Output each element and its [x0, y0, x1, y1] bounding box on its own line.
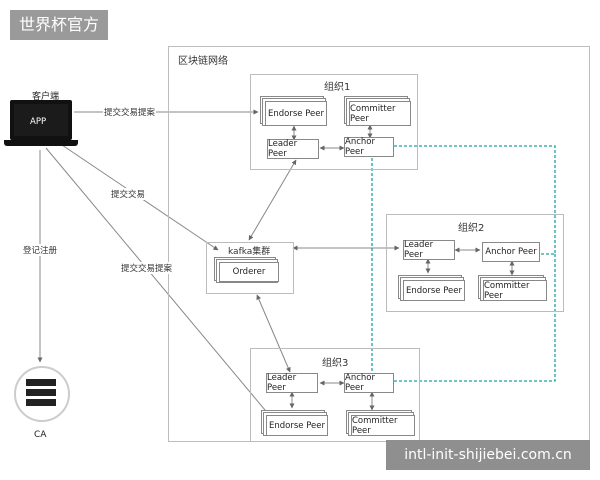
server-rack-2 [26, 389, 56, 396]
laptop-screen [14, 104, 68, 136]
client-label: 客户端 [32, 92, 60, 102]
org2-frame [386, 214, 564, 312]
org3-frame [250, 348, 420, 442]
edge-kafka-org3 [256, 294, 291, 373]
kafka-title: kafka集群 [228, 247, 271, 257]
laptop-base [4, 140, 78, 146]
org3-title: 组织3 [322, 358, 349, 369]
org2-anchor-peer: Anchor Peer [482, 242, 540, 262]
kafka-cluster-frame [206, 242, 294, 294]
server-rack-1 [26, 379, 56, 386]
org1-frame [250, 74, 418, 170]
org3-endorse-peer: Endorse Peer [266, 415, 328, 436]
edge-label-submit-proposal-2: 提交交易提案 [120, 262, 174, 274]
org2-title: 组织2 [458, 223, 485, 234]
org1-endorse-peer: Endorse Peer [265, 101, 327, 126]
org2-endorse-peer: Endorse Peer [403, 280, 465, 301]
ca-label: CA [34, 430, 47, 440]
org1-committer-peer: Committer Peer [349, 101, 411, 126]
gossip-link-org1-org2 [394, 145, 556, 255]
edge-label-submit-tx: 提交交易 [110, 188, 147, 200]
edge-label-submit-proposal-1: 提交交易提案 [103, 106, 157, 118]
org1-leader-peer: Leader Peer [267, 139, 319, 159]
orderer-node: Orderer [219, 262, 279, 282]
org3-leader-peer: Leader Peer [266, 373, 318, 393]
watermark-top: 世界杯官方 [10, 10, 108, 40]
org1-title: 组织1 [324, 82, 351, 93]
edge-label-register: 登记注册 [22, 244, 59, 256]
watermark-bottom: intl-init-shijiebei.com.cn [386, 440, 590, 470]
org2-committer-peer: Committer Peer [483, 280, 547, 301]
org3-anchor-peer: Anchor Peer [344, 373, 394, 393]
edge-org1-kafka [248, 159, 297, 241]
edge-client-org3 [45, 147, 271, 417]
org2-leader-peer: Leader Peer [403, 240, 455, 260]
app-label: APP [30, 117, 47, 127]
org3-committer-peer: Committer Peer [351, 415, 415, 436]
org1-anchor-peer: Anchor Peer [344, 137, 394, 157]
network-title: 区块链网络 [178, 56, 228, 67]
server-rack-3 [26, 399, 56, 406]
gossip-link-org2-org3 [394, 254, 556, 382]
